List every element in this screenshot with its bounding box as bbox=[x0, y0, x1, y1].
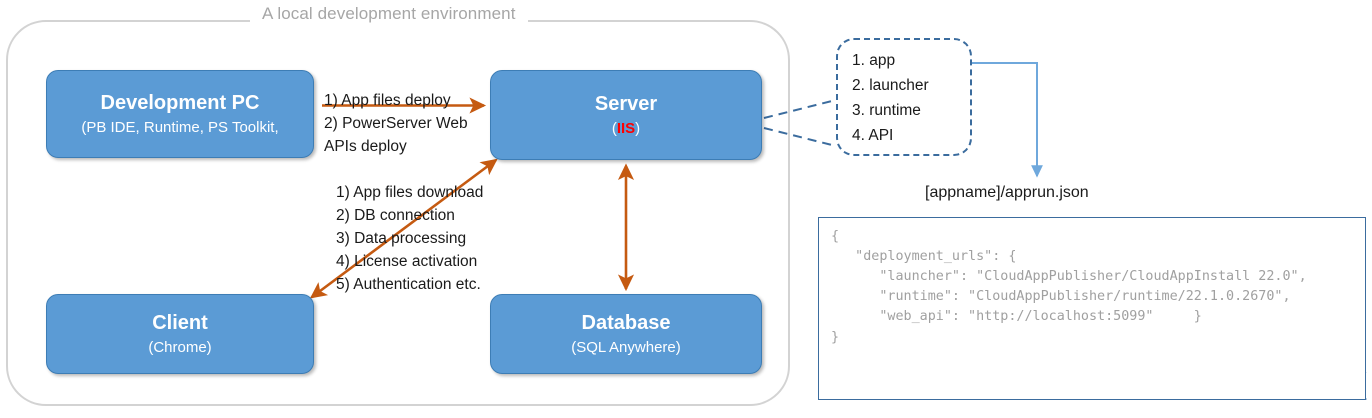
node-database-subtitle: (SQL Anywhere) bbox=[571, 338, 681, 356]
callout-item-launcher: 2. launcher bbox=[852, 77, 929, 95]
callout-item-api: 4. API bbox=[852, 127, 894, 145]
apprun-json-panel: { "deployment_urls": { "launcher": "Clou… bbox=[818, 217, 1366, 400]
label-deploy-line: 1) App files deploy bbox=[324, 92, 451, 109]
node-database-title: Database bbox=[581, 311, 671, 334]
node-server[interactable]: Server (IIS) bbox=[490, 70, 762, 160]
node-development-pc[interactable]: Development PC (PB IDE, Runtime, PS Tool… bbox=[46, 70, 314, 158]
callout-item-app: 1. app bbox=[852, 52, 896, 69]
label-runtime-steps: 1) App files download 2) DB connection 3… bbox=[336, 182, 483, 297]
apprun-json-caption: [appname]/apprun.json bbox=[925, 184, 1089, 201]
node-development-pc-subtitle: (PB IDE, Runtime, PS Toolkit, bbox=[81, 118, 279, 136]
callout-deployed-artifacts: 1. app 2. launcher 3. runtime 4. API bbox=[836, 38, 972, 156]
label-deploy-line: APIs deploy bbox=[324, 137, 407, 155]
label-runtime-line: 5) Authentication etc. bbox=[336, 275, 481, 293]
node-client[interactable]: Client (Chrome) bbox=[46, 294, 314, 374]
node-database[interactable]: Database (SQL Anywhere) bbox=[490, 294, 762, 374]
node-server-accent-iis: IIS bbox=[616, 119, 636, 137]
node-server-paren-close: ) bbox=[635, 119, 641, 137]
environment-title: A local development environment bbox=[250, 2, 528, 26]
label-runtime-line: 1) App files download bbox=[336, 184, 484, 201]
node-development-pc-title: Development PC bbox=[100, 91, 260, 114]
apprun-json-code: { "deployment_urls": { "launcher": "Clou… bbox=[831, 229, 1307, 345]
label-deploy-steps: 1) App files deploy 2) PowerServer Web A… bbox=[324, 90, 468, 159]
label-deploy-line: 2) PowerServer Web bbox=[324, 114, 468, 132]
node-client-title: Client bbox=[152, 311, 208, 334]
label-runtime-line: 4) License activation bbox=[336, 252, 478, 270]
node-server-paren-open: ( bbox=[611, 119, 617, 137]
label-runtime-line: 2) DB connection bbox=[336, 206, 455, 224]
callout-item-runtime: 3. runtime bbox=[852, 102, 921, 120]
node-server-title: Server bbox=[594, 92, 658, 115]
label-runtime-line: 3) Data processing bbox=[336, 229, 467, 247]
node-client-subtitle: (Chrome) bbox=[148, 338, 212, 356]
node-server-subtitle: (IIS) bbox=[612, 119, 640, 139]
